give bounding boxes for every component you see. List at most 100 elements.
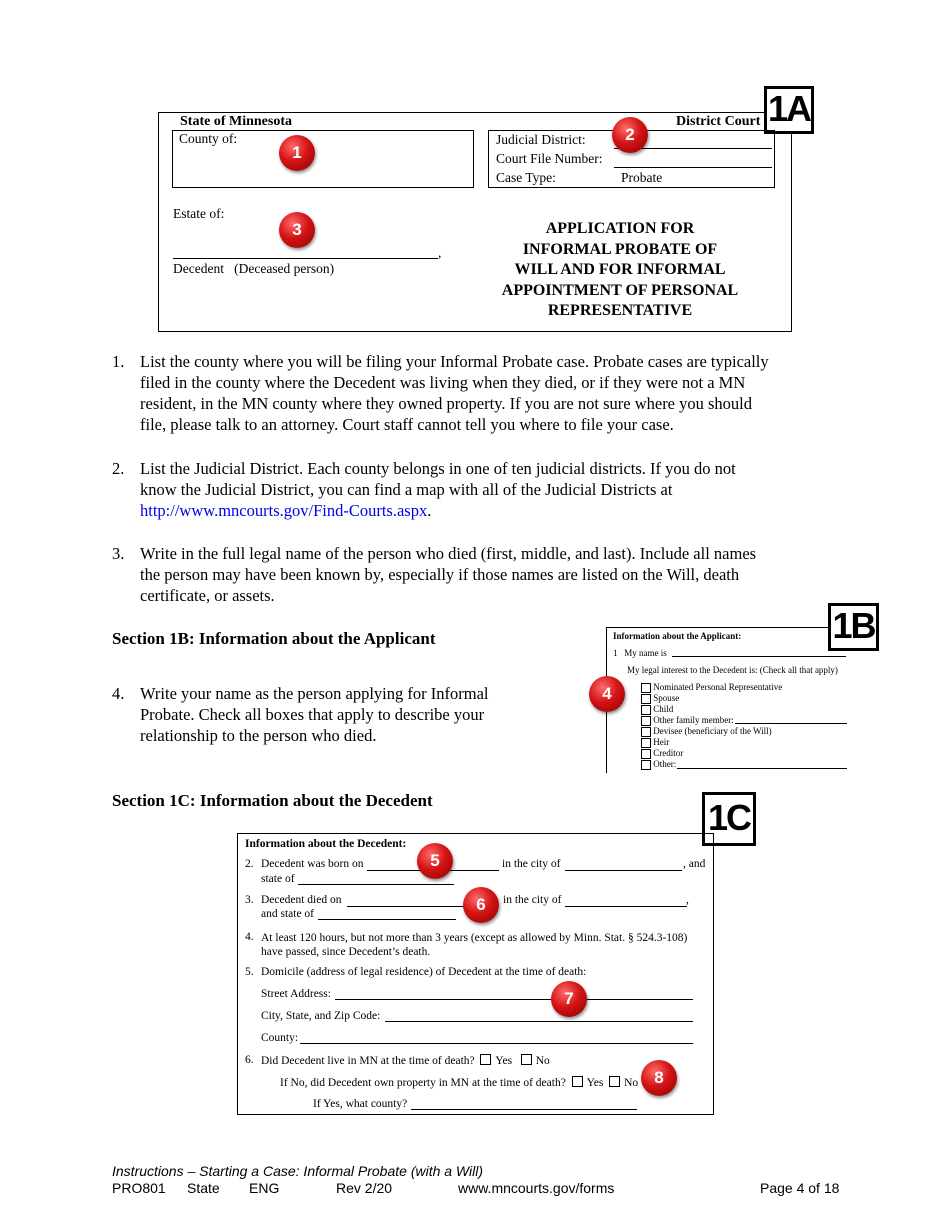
option-label: Child [653,703,674,714]
street-field[interactable] [335,999,693,1000]
court-label: District Court [676,114,761,129]
option-row: Nominated Personal Representative [641,682,782,693]
form-title-line: APPOINTMENT OF PERSONAL [501,281,739,299]
item-number: 1. [112,352,125,371]
other-family-field[interactable] [735,723,847,724]
callout-badge-4: 4 [589,676,625,712]
form-title-line: WILL AND FOR INFORMAL [514,261,726,278]
no-checkbox[interactable] [520,1054,532,1065]
property-yes-checkbox[interactable] [571,1076,583,1087]
q2-state-label: state of [261,873,295,885]
q2-number: 2. [245,858,254,870]
q2-and: , and [683,858,706,870]
callout-badge-2: 2 [612,117,648,153]
option-row: Other: [641,759,782,770]
item-text: Probate. Check all boxes that apply to d… [140,705,485,724]
case-type-label: Case Type: [496,170,556,185]
state-label: State of Minnesota [180,114,292,129]
checkbox[interactable] [641,715,651,726]
property-county-field[interactable] [411,1109,637,1110]
property-yes-label: Yes [586,1077,604,1089]
caption-form [158,112,792,332]
death-city-field[interactable] [565,906,687,907]
checkbox[interactable] [641,726,651,737]
item-text: List the Judicial District. Each county … [140,459,736,478]
q3-city-label: in the city of [503,894,562,906]
death-date-field[interactable] [347,906,465,907]
city-state-zip-field[interactable] [385,1021,693,1022]
county-label-1c: County: [261,1032,299,1044]
checkbox[interactable] [641,682,651,693]
q6-row: Did Decedent live in MN at the time of d… [261,1054,550,1067]
estate-label: Estate of: [173,206,225,221]
q2-city-label: in the city of [502,858,561,870]
item-text: Write your name as the person applying f… [140,684,489,703]
q6-number: 6. [245,1054,254,1066]
death-state-field[interactable] [318,919,456,920]
item-text: relationship to the person who died. [140,726,377,745]
section-tag-1c: 1C [702,792,756,846]
option-label: Other family member: [653,714,734,725]
footer-url: www.mncourts.gov/forms [458,1180,615,1196]
county-label: County of: [179,131,238,146]
birth-state-field[interactable] [298,884,454,885]
item-number: 2. [112,459,125,478]
checkbox[interactable] [641,693,651,704]
item-text: resident, in the MN county where they ow… [140,394,753,413]
checkbox[interactable] [641,748,651,759]
item-number: 4. [112,684,125,703]
interest-options: Nominated Personal Representative Spouse… [641,682,782,770]
footer-title: Instructions – Starting a Case: Informal… [112,1163,484,1179]
item-text: certificate, or assets. [140,586,275,605]
q4-line: At least 120 hours, but not more than 3 … [261,932,688,944]
estate-comma: , [438,245,442,260]
form-title-line: APPLICATION FOR [545,220,695,237]
checkbox[interactable] [641,759,651,770]
q3-comma: , [686,894,689,906]
option-label: Other: [653,758,677,769]
estate-name-field[interactable] [173,258,438,259]
form-title-line: INFORMAL PROBATE OF [522,240,718,258]
q6-if-yes-label: If Yes, what county? [313,1098,408,1110]
applicant-name-label: 1 My name is [613,648,667,658]
form-title: APPLICATION FOR INFORMAL PROBATE OF WILL… [480,219,760,322]
case-type-value: Probate [621,170,663,185]
other-field[interactable] [677,768,847,769]
street-label: Street Address: [261,988,331,1000]
item-text: filed in the county where the Decedent w… [140,373,746,392]
footer-state: State [187,1180,220,1196]
courts-map-link[interactable]: http://www.mncourts.gov/Find-Courts.aspx [140,501,428,520]
applicant-name-field[interactable] [672,656,846,657]
yes-checkbox[interactable] [480,1054,492,1065]
link-period: . [427,501,432,520]
option-label: Nominated Personal Representative [653,682,783,692]
section-tag-1a: 1A [764,86,814,134]
yes-label: Yes [495,1055,513,1067]
county-field[interactable] [300,1043,693,1044]
option-row: Creditor [641,748,782,759]
judicial-district-field[interactable] [614,148,772,149]
no-label: No [535,1055,550,1067]
q5-number: 5. [245,966,254,978]
q6-if-no-question: If No, did Decedent own property in MN a… [280,1077,566,1089]
court-file-field[interactable] [614,167,772,168]
birth-city-field[interactable] [565,870,682,871]
q6-if-no-row: If No, did Decedent own property in MN a… [280,1076,638,1089]
option-row: Devisee (beneficiary of the Will) [641,726,782,737]
q6-question: Did Decedent live in MN at the time of d… [261,1055,475,1067]
callout-badge-1: 1 [279,135,315,171]
callout-badge-6: 6 [463,887,499,923]
property-no-checkbox[interactable] [609,1076,621,1087]
q3-died-label: Decedent died on [261,894,342,906]
q5-text: Domicile (address of legal residence) of… [261,966,587,978]
footer-revision: Rev 2/20 [336,1180,393,1196]
q4-line: have passed, since Decedent’s death. [261,946,431,958]
item-number: 3. [112,544,125,563]
option-label: Spouse [653,692,680,703]
checkbox[interactable] [641,704,651,715]
section-tag-1b: 1B [828,603,879,651]
checkbox[interactable] [641,737,651,748]
county-box[interactable] [172,130,474,188]
option-label: Creditor [653,747,684,758]
decedent-heading: Information about the Decedent: [245,838,407,850]
